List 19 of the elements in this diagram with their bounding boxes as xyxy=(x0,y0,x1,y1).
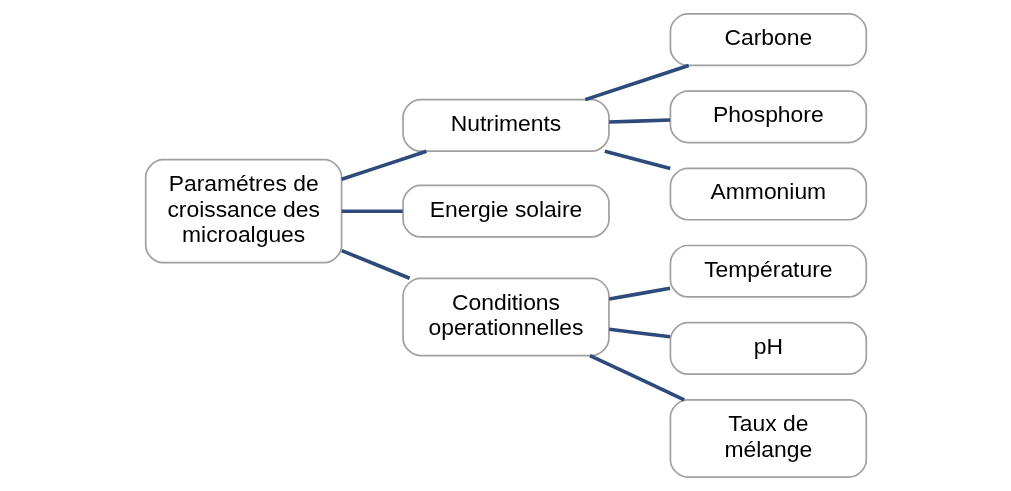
node-box: Carbone xyxy=(669,13,867,67)
node-box: Phosphore xyxy=(669,90,867,144)
connector xyxy=(588,354,685,402)
node-box: Température xyxy=(669,244,867,298)
connector xyxy=(608,286,670,301)
node-box: Paramétres de croissance des microalgues xyxy=(144,158,342,264)
node-box: Conditions operationnelles xyxy=(401,277,610,357)
node-box: Ammonium xyxy=(669,167,867,221)
connector xyxy=(608,118,670,124)
connector xyxy=(603,149,671,171)
connector xyxy=(608,327,670,339)
node-box: Nutriments xyxy=(401,98,610,152)
connector xyxy=(340,248,410,280)
node-box: Taux de mélange xyxy=(669,399,867,478)
connector xyxy=(341,209,403,213)
connector xyxy=(340,149,427,181)
node-box: pH xyxy=(669,321,867,376)
node-box: Energie solaire xyxy=(401,184,610,238)
connector xyxy=(584,63,689,102)
